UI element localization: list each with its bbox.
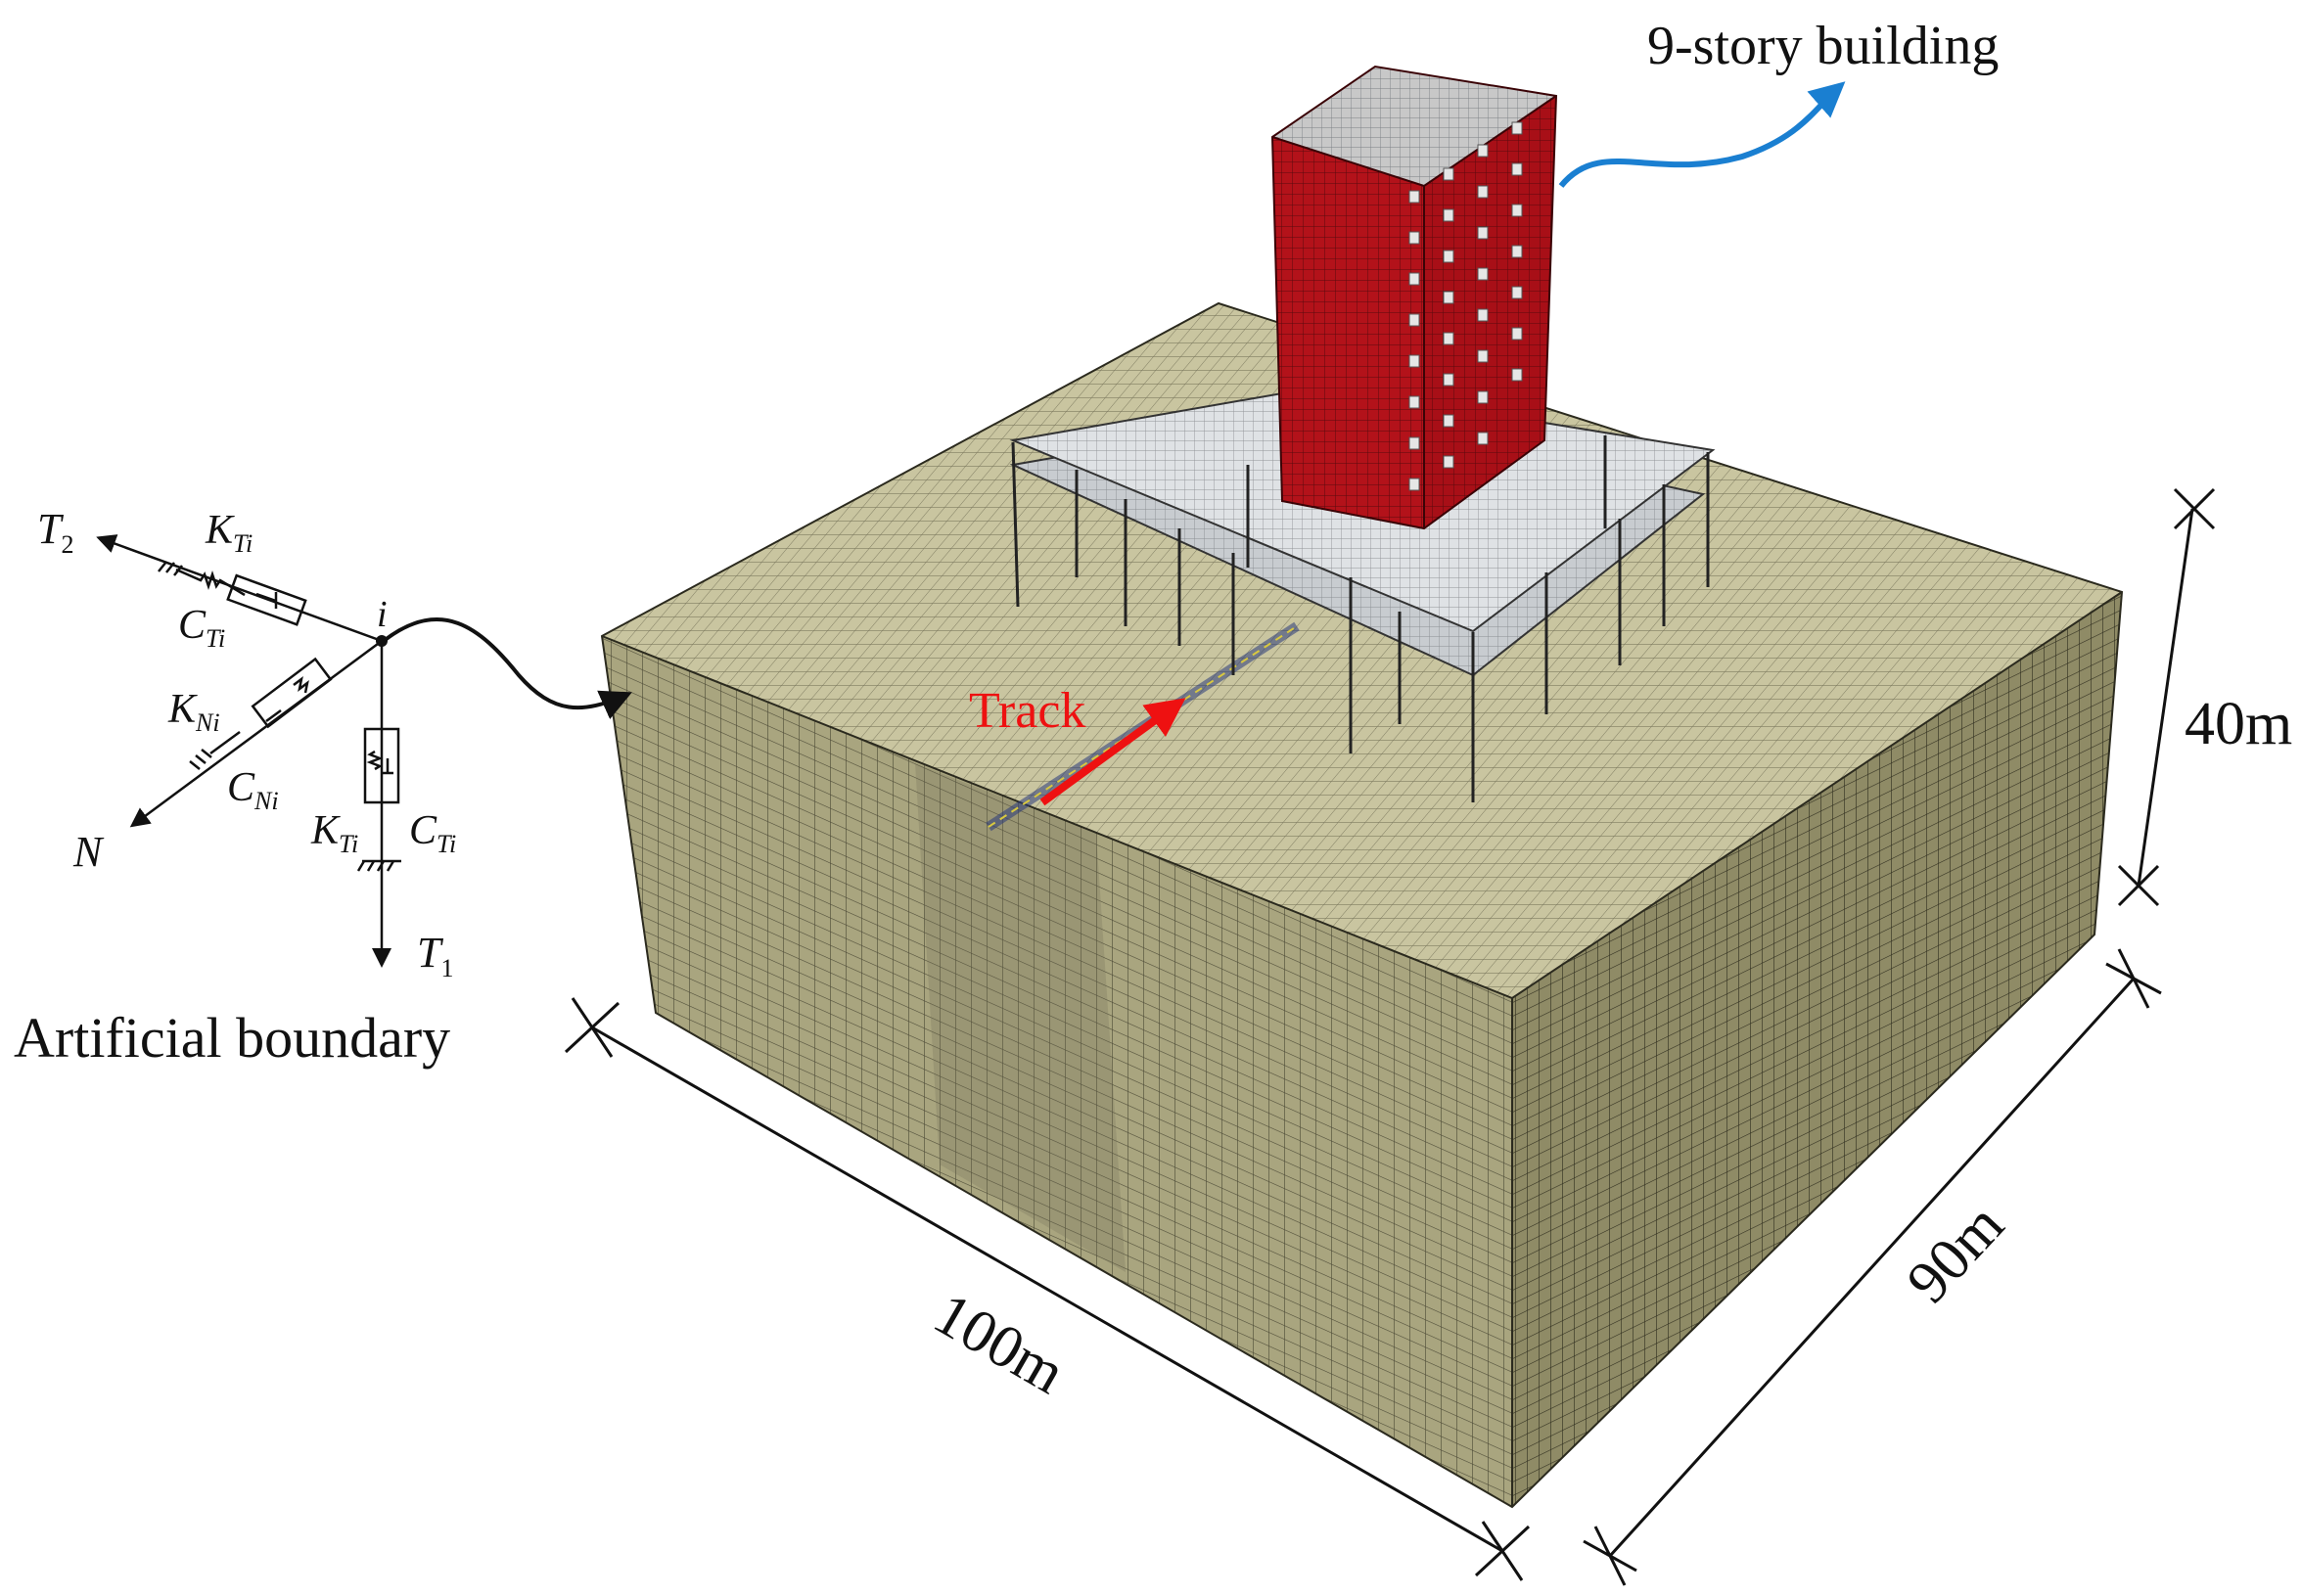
building [1270,65,1558,530]
building-windows [1408,121,1523,491]
t2-label: T2 [37,505,73,559]
dimension-width [1583,948,2162,1586]
dim-length-label: 100m [923,1280,1076,1407]
boundary-label: Artificial boundary [14,1006,450,1070]
soil-block [600,301,2124,1509]
normal-spring-dashpot [189,657,333,770]
dimension-depth [2117,487,2216,907]
track-direction-arrow [1039,698,1186,806]
boundary-schematic [96,534,401,968]
c-n-label: CNi [227,765,279,815]
dim-depth-label: 40m [2185,691,2292,757]
k-t-lower-label: KTi [310,808,358,858]
dim-width-label: 90m [1895,1192,2017,1316]
n-label: N [72,828,105,876]
n-axis-arrow [129,639,383,828]
t1-label: T1 [417,929,453,982]
building-label: 9-story building [1647,16,1999,76]
lower-spring-dashpot [356,727,401,872]
track: Track [969,621,1300,832]
upper-spring-dashpot [158,561,307,626]
t2-axis-arrow [96,534,383,643]
boundary-pointer-arrow [382,616,632,720]
c-t-upper-label: CTi [178,603,225,653]
building-pointer-arrow [1558,81,1846,188]
k-t-upper-label: KTi [205,508,253,558]
c-t-lower-label: CTi [409,808,456,858]
columns [1011,435,1710,802]
track-label: Track [969,683,1085,739]
k-n-label: KNi [167,687,220,737]
node-label: i [377,594,388,635]
dimension-length [564,997,1531,1581]
